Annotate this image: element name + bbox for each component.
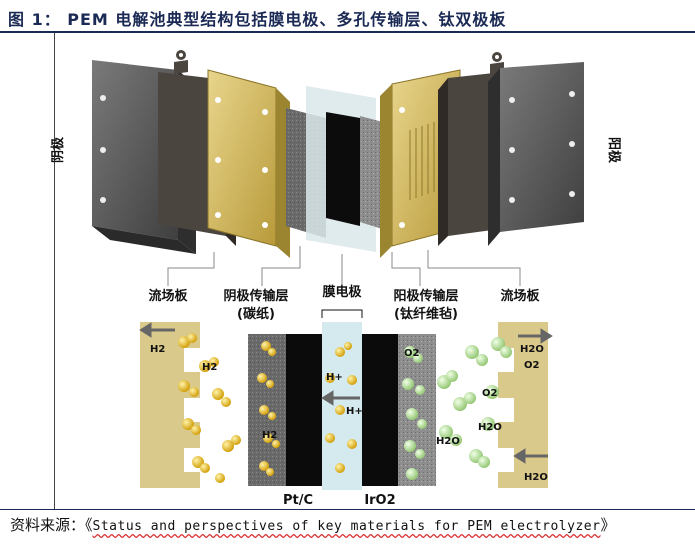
species-h-plus-2: H+: [346, 406, 363, 417]
cathode-gold-plate: [207, 69, 290, 258]
source-line: 资料来源：《Status and perspectives of key mat…: [10, 514, 690, 535]
label-flow-plate-right: 流场板: [500, 288, 540, 304]
species-h2-outlet: H2: [150, 344, 165, 355]
label-cathode-ptl-sub: (碳纸): [237, 306, 275, 322]
anode-end-plate: [488, 62, 584, 246]
anode-side-label: 阳极: [606, 137, 622, 164]
cathode-catalyst-layer: [286, 334, 322, 486]
pem-diagram: 阴极 阳极: [50, 50, 622, 508]
label-anode-ptl: 阳极传输层: [393, 288, 458, 304]
membrane-electrode: [306, 86, 376, 252]
species-h2o-inlet: H2O: [524, 472, 548, 483]
source-suffix: 》: [600, 516, 616, 534]
cathode-side-label: 阴极: [50, 136, 66, 163]
species-h2o-felt: H2O: [436, 436, 460, 447]
mea-bracket: [321, 309, 363, 318]
label-cathode-ptl: 阴极传输层: [223, 288, 288, 304]
anode-catalyst-layer: [362, 334, 398, 486]
catalyst-cathode-label: Pt/C: [283, 493, 313, 508]
species-h2o-bubble: H2O: [478, 422, 502, 433]
species-o2-bubble: O2: [482, 388, 498, 399]
species-o2-felt: O2: [404, 348, 420, 359]
cross-section: H2 H2 H2 H+ H+ O2 O2 H2O H2O H2O O2 H2O …: [139, 322, 553, 508]
species-o2-outlet: O2: [524, 360, 540, 371]
label-anode-ptl-sub: (钛纤维毡): [394, 306, 458, 322]
cathode-flow-plate: [140, 322, 200, 488]
source-divider: [0, 509, 695, 510]
species-h2-bubble: H2: [202, 362, 217, 373]
left-frame-line: [54, 33, 55, 510]
source-prefix: 资料来源：《: [10, 516, 93, 534]
title-divider: [0, 31, 695, 33]
label-mea: 膜电极: [322, 284, 362, 300]
catalyst-anode-label: IrO2: [364, 493, 395, 508]
anode-flow-plate: [498, 322, 548, 488]
species-h-plus-1: H+: [326, 372, 343, 383]
source-text: Status and perspectives of key materials…: [92, 519, 601, 534]
species-h2o-outlet: H2O: [520, 344, 544, 355]
label-flow-plate-left: 流场板: [148, 288, 188, 304]
species-h2-paper: H2: [262, 430, 277, 441]
figure-title: 图 1： PEM 电解池典型结构包括膜电极、多孔传输层、钛双极板: [8, 10, 507, 29]
